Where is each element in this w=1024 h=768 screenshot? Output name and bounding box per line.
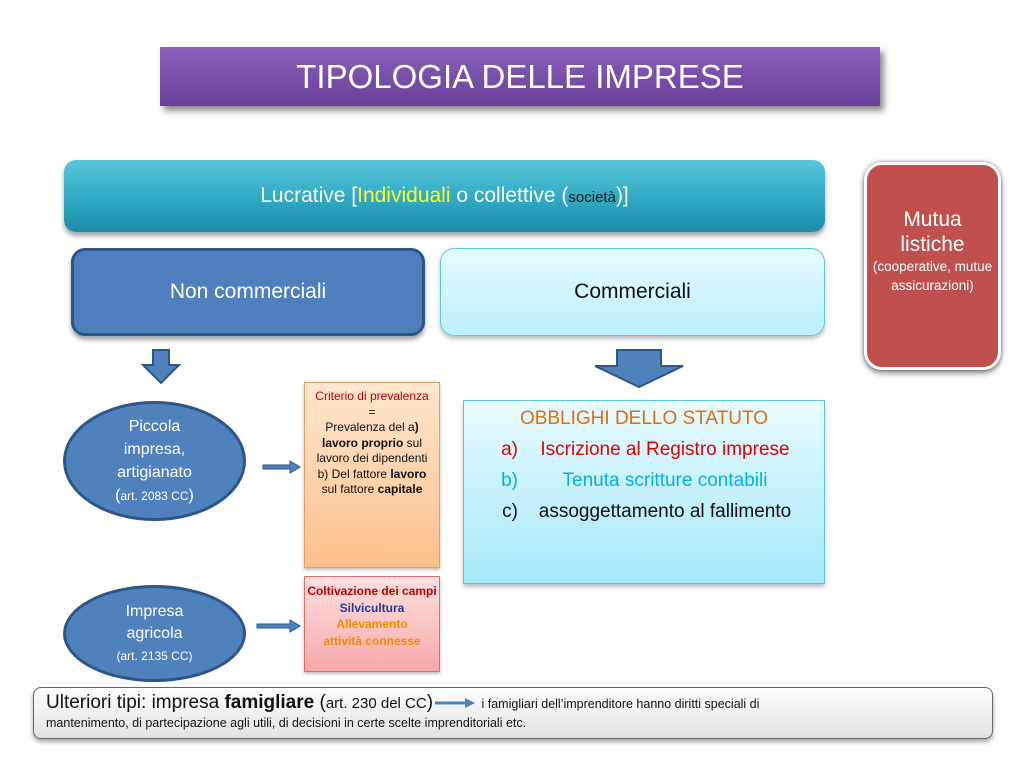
- arrow-right-agricola-icon: [256, 619, 301, 633]
- obblighi-text-b: Tenuta scritture contabili: [562, 470, 768, 491]
- obblighi-item-a: a) Iscrizione al Registro imprese: [464, 434, 824, 465]
- silvicultura-item: Silvicultura: [339, 600, 405, 615]
- lucrative-prefix: Lucrative [: [260, 184, 358, 207]
- obblighi-text-a: Iscrizione al Registro imprese: [540, 439, 790, 460]
- bottom-line1: Ulteriori tipi: impresa famigliare (art.…: [46, 692, 760, 713]
- ulteriori-tipi-box: Ulteriori tipi: impresa famigliare (art.…: [33, 687, 993, 739]
- piccola-ref-close: ): [188, 486, 194, 504]
- piccola-ref: art. 2083 CC: [120, 488, 189, 503]
- bottom-line2: mantenimento, di partecipazione agli uti…: [46, 716, 527, 730]
- agricola-line1: Impresa: [125, 602, 184, 620]
- down-arrow-left-icon: [140, 349, 182, 385]
- piccola-line2: impresa,: [123, 440, 186, 458]
- piccola-ref-open: (: [115, 486, 121, 504]
- piccola-line3: artigianato: [117, 463, 192, 481]
- down-arrow-right-icon: [594, 349, 684, 389]
- mutua-line1: Mutua: [903, 208, 962, 231]
- obblighi-statuto-box: OBBLIGHI DELLO STATUTO a) Iscrizione al …: [463, 400, 825, 584]
- mutua-line2: listiche: [900, 233, 965, 256]
- attivita-connesse-item: attività connesse: [323, 633, 421, 648]
- lucrative-individuali: Individuali: [357, 184, 451, 207]
- commerciali-box: Commerciali: [440, 248, 825, 336]
- impresa-agricola-ellipse: Impresa agricola (art. 2135 CC): [63, 585, 246, 682]
- obblighi-item-b: b) Tenuta scritture contabili: [464, 465, 824, 496]
- allevamento-item: Allevamento: [336, 617, 408, 631]
- lucrative-box: Lucrative [Individuali o collettive (soc…: [64, 160, 825, 232]
- lucrative-suffix: )]: [615, 184, 629, 207]
- arrow-right-famigliare-icon: [435, 697, 476, 708]
- obblighi-marker-b: b): [501, 470, 518, 491]
- obblighi-heading: OBBLIGHI DELLO STATUTO: [519, 408, 769, 429]
- lucrative-societa: società: [568, 189, 616, 206]
- criterio-text-b: b) Del fattore lavoro sul fattore capita…: [317, 466, 427, 497]
- criterio-prevalenza-box: Criterio di prevalenza = Prevalenza del …: [304, 382, 440, 568]
- criterio-text-a: Prevalenza del a) lavoro proprio sul lav…: [316, 420, 428, 465]
- non-commerciali-box: Non commerciali: [71, 248, 425, 336]
- criterio-equals: =: [368, 404, 376, 419]
- page-title: TIPOLOGIA DELLE IMPRESE: [160, 47, 880, 106]
- piccola-ref-line: (art. 2083 CC): [115, 484, 194, 508]
- criterio-title: Criterio di prevalenza: [315, 389, 429, 403]
- coltivazione-item: Coltivazione dei campi: [307, 584, 437, 598]
- lucrative-middle: o collettive (: [450, 184, 569, 207]
- piccola-line1: Piccola: [128, 417, 181, 435]
- attivita-agricole-box: Coltivazione dei campi Silvicultura Alle…: [304, 576, 440, 672]
- mutua-detail: (cooperative, mutue assicurazioni): [872, 259, 993, 293]
- obblighi-text-c: assoggettamento al fallimento: [538, 501, 792, 522]
- agricola-ref: (art. 2135 CC): [116, 648, 193, 663]
- arrow-right-piccola-icon: [262, 460, 301, 474]
- obblighi-item-c: c) assoggettamento al fallimento: [464, 496, 824, 527]
- piccola-impresa-ellipse: Piccola impresa, artigianato (art. 2083 …: [63, 401, 246, 521]
- obblighi-marker-a: a): [501, 439, 518, 460]
- mutualistiche-box: Mutua listiche (cooperative, mutue assic…: [864, 162, 1001, 370]
- agricola-line2: agricola: [126, 624, 183, 642]
- obblighi-marker-c: c): [502, 501, 518, 522]
